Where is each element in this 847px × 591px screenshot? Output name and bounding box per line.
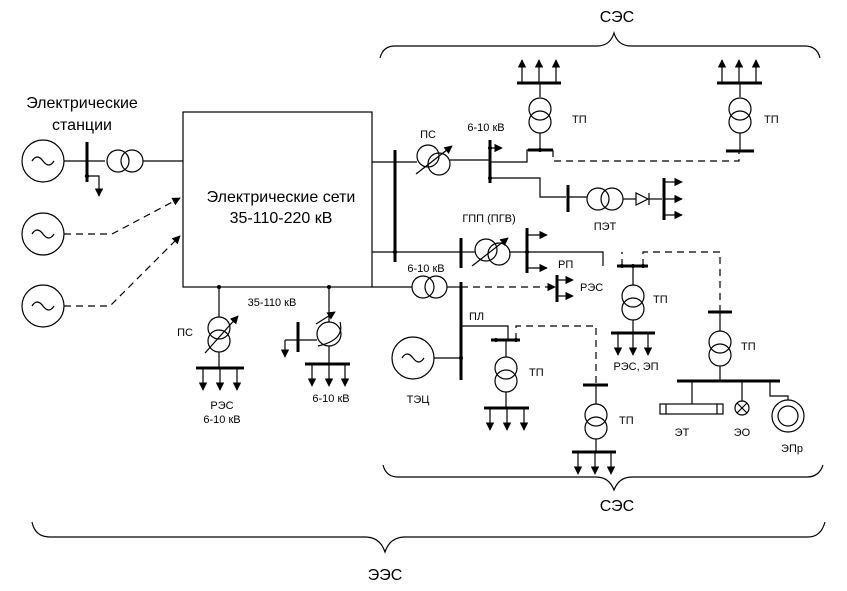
station-transformer: [64, 142, 183, 197]
stations-label-line2: станции: [52, 117, 112, 134]
bus-6-10-top: [488, 140, 566, 198]
res-left-label-line1: РЭС: [210, 400, 233, 412]
rp-bus: [611, 251, 721, 356]
tec-generator: [391, 336, 463, 380]
res-right-bus: [555, 275, 574, 302]
tp4-label: ТП: [529, 367, 544, 379]
stations-label-line1: Электрические: [26, 95, 138, 112]
tp5: [572, 383, 616, 475]
pl-label: ПЛ: [469, 311, 484, 323]
rp-label: РП: [558, 259, 573, 271]
eo-label: ЭО: [734, 427, 751, 439]
res-right-label: РЭС: [580, 282, 603, 294]
kv-6-10-mid-label: 6-10 кВ: [407, 263, 444, 275]
kv-6-10-bottom-label: 6-10 кВ: [312, 393, 349, 405]
tp1-label: ТП: [572, 114, 587, 126]
pet-label: ПЭТ: [594, 221, 617, 233]
res-left-label-line2: 6-10 кВ: [203, 414, 240, 426]
transformer-6-10-mid: [410, 275, 556, 380]
generator-1: [21, 139, 65, 183]
tp6-label: ТП: [741, 341, 756, 353]
ees-label: ЭЭС: [368, 567, 403, 584]
ees-brace: [31, 521, 826, 554]
network-exits: [372, 150, 461, 288]
networks-label-line2: 35-110-220 кВ: [230, 210, 333, 227]
generator-3: [21, 284, 65, 328]
kv-35-110-label: 35-110 кВ: [248, 297, 297, 309]
tec-label: ТЭЦ: [407, 394, 430, 406]
pet-branch: [566, 177, 683, 220]
ses-top-label: СЭС: [600, 9, 634, 26]
gpp-label: ГПП (ПГВ): [462, 213, 515, 225]
ses-top-brace: [379, 30, 821, 59]
tp2-label: ТП: [764, 114, 779, 126]
networks-label-line1: Электрические сети: [207, 189, 356, 206]
tp5-label: ТП: [619, 415, 634, 427]
ps-left-label: ПС: [177, 327, 193, 339]
tp2: [717, 59, 762, 153]
ps-right-transformer: [415, 144, 490, 176]
et-label: ЭТ: [675, 427, 690, 439]
dashed-links-generators: [64, 197, 181, 307]
tp3-label: ТП: [653, 294, 668, 306]
ps-right-label: ПС: [420, 129, 436, 141]
ps-left-transformer: [196, 285, 244, 391]
kv-6-10-top-label: 6-10 кВ: [467, 122, 504, 134]
autotransformer-35-110: [280, 285, 350, 387]
electrical-networks-box: [182, 111, 373, 288]
ses-bottom-label: СЭС: [600, 498, 634, 515]
ses-bottom-brace: [382, 464, 824, 492]
tp1: [517, 59, 561, 152]
dashed-tp1-tp2: [552, 150, 740, 162]
tp6: [659, 310, 805, 433]
res-ep-label: РЭС, ЭП: [613, 361, 658, 373]
generator-2: [21, 212, 65, 256]
epr-label: ЭПр: [781, 443, 803, 455]
gpp-transformer: [459, 228, 604, 273]
pl-branch: [461, 325, 597, 431]
